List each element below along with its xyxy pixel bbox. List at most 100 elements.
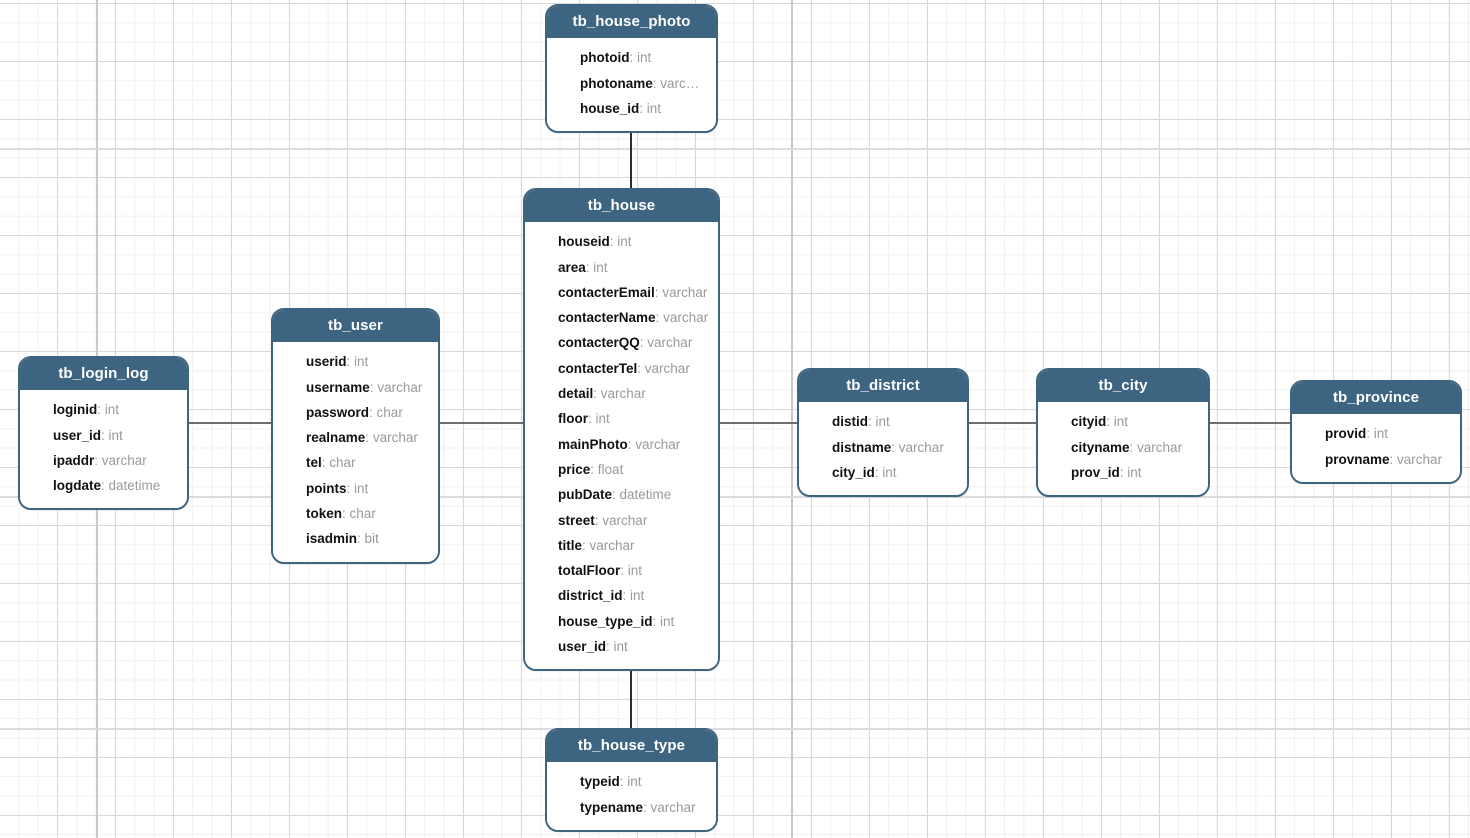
field-type: int <box>354 354 369 370</box>
field-separator: : <box>609 234 618 250</box>
connector-district-to-city <box>968 422 1038 424</box>
field-row[interactable]: tel: char <box>273 450 438 475</box>
entity-title-tb_user: tb_user <box>273 310 438 343</box>
field-type: char <box>329 455 356 471</box>
field-row[interactable]: loginid: int <box>20 397 187 422</box>
field-row[interactable]: distid: int <box>799 409 967 434</box>
field-separator: : <box>94 452 102 468</box>
field-separator: : <box>594 512 603 528</box>
field-row[interactable]: house_id: int <box>547 96 716 121</box>
entity-title-tb_house: tb_house <box>525 190 718 223</box>
field-row[interactable]: contacterEmail: varchar <box>525 280 718 305</box>
field-row[interactable]: prov_id: int <box>1038 460 1208 485</box>
field-type: char <box>349 506 376 522</box>
field-row[interactable]: username: varchar <box>273 375 438 400</box>
field-type: varchar <box>602 512 648 528</box>
field-type: varchar <box>1137 439 1183 455</box>
field-type: int <box>593 259 608 275</box>
field-row[interactable]: typeid: int <box>547 769 716 794</box>
field-row[interactable]: distname: varchar <box>799 435 967 460</box>
field-row[interactable]: ipaddr: varchar <box>20 448 187 473</box>
field-type: bit <box>364 531 379 547</box>
field-separator: : <box>346 480 355 496</box>
field-row[interactable]: houseid: int <box>525 229 718 254</box>
field-row[interactable]: realname: varchar <box>273 425 438 450</box>
field-row[interactable]: password: char <box>273 400 438 425</box>
field-row[interactable]: floor: int <box>525 406 718 431</box>
field-row[interactable]: typename: varchar <box>547 795 716 820</box>
field-type: int <box>1113 414 1129 430</box>
field-row[interactable]: pubDate: datetime <box>525 482 718 507</box>
field-row[interactable]: contacterTel: varchar <box>525 356 718 381</box>
connector-user-to-house <box>439 422 525 424</box>
field-row[interactable]: user_id: int <box>20 423 187 448</box>
field-row[interactable]: userid: int <box>273 349 438 374</box>
field-separator: : <box>612 487 620 503</box>
field-type: datetime <box>108 478 161 494</box>
field-row[interactable]: contacterName: varchar <box>525 305 718 330</box>
field-name: token <box>306 506 343 522</box>
field-name: cityname <box>1071 439 1130 455</box>
field-row[interactable]: price: float <box>525 457 718 482</box>
field-row[interactable]: cityid: int <box>1038 409 1208 434</box>
field-row[interactable]: detail: varchar <box>525 381 718 406</box>
field-row[interactable]: street: varchar <box>525 508 718 533</box>
page-rule-horizontal <box>0 728 1470 730</box>
entity-title-tb_district: tb_district <box>799 370 967 403</box>
field-type: varchar <box>647 335 693 351</box>
field-separator: : <box>629 50 637 66</box>
field-separator: : <box>590 461 598 477</box>
field-separator: : <box>342 506 350 522</box>
field-separator: : <box>101 427 109 443</box>
field-name: points <box>306 480 347 496</box>
field-separator: : <box>627 436 636 452</box>
field-row[interactable]: user_id: int <box>525 634 718 659</box>
field-row[interactable]: district_id: int <box>525 583 718 608</box>
field-type: varchar <box>1397 451 1443 467</box>
page-rule-horizontal <box>0 496 1470 498</box>
field-name: logdate <box>53 478 102 494</box>
field-row[interactable]: contacterQQ: varchar <box>525 330 718 355</box>
field-name: photoid <box>580 50 630 66</box>
field-row[interactable]: provname: varchar <box>1292 447 1460 472</box>
field-row[interactable]: photoname: varc… <box>547 71 716 96</box>
field-row[interactable]: isadmin: bit <box>273 526 438 551</box>
field-name: contacterQQ <box>558 335 640 351</box>
field-row[interactable]: totalFloor: int <box>525 558 718 583</box>
field-name: loginid <box>53 402 98 418</box>
field-separator: : <box>582 537 590 553</box>
field-row[interactable]: provid: int <box>1292 421 1460 446</box>
field-row[interactable]: cityname: varchar <box>1038 435 1208 460</box>
field-row[interactable]: photoid: int <box>547 45 716 70</box>
field-row[interactable]: area: int <box>525 255 718 280</box>
field-separator: : <box>639 100 647 116</box>
field-row[interactable]: token: char <box>273 501 438 526</box>
field-row[interactable]: logdate: datetime <box>20 473 187 498</box>
field-row[interactable]: points: int <box>273 476 438 501</box>
field-name: contacterEmail <box>558 284 655 300</box>
field-row[interactable]: title: varchar <box>525 533 718 558</box>
field-type: varchar <box>650 799 696 815</box>
field-row[interactable]: mainPhoto: varchar <box>525 432 718 457</box>
field-name: price <box>558 461 591 477</box>
entity-title-tb_province: tb_province <box>1292 382 1460 415</box>
connector-house-photo-to-house <box>630 131 632 190</box>
field-row[interactable]: house_type_id: int <box>525 609 718 634</box>
field-separator: : <box>619 774 628 790</box>
field-separator: : <box>593 386 601 402</box>
field-name: detail <box>558 386 594 402</box>
field-row[interactable]: city_id: int <box>799 460 967 485</box>
field-name: typeid <box>580 774 620 790</box>
